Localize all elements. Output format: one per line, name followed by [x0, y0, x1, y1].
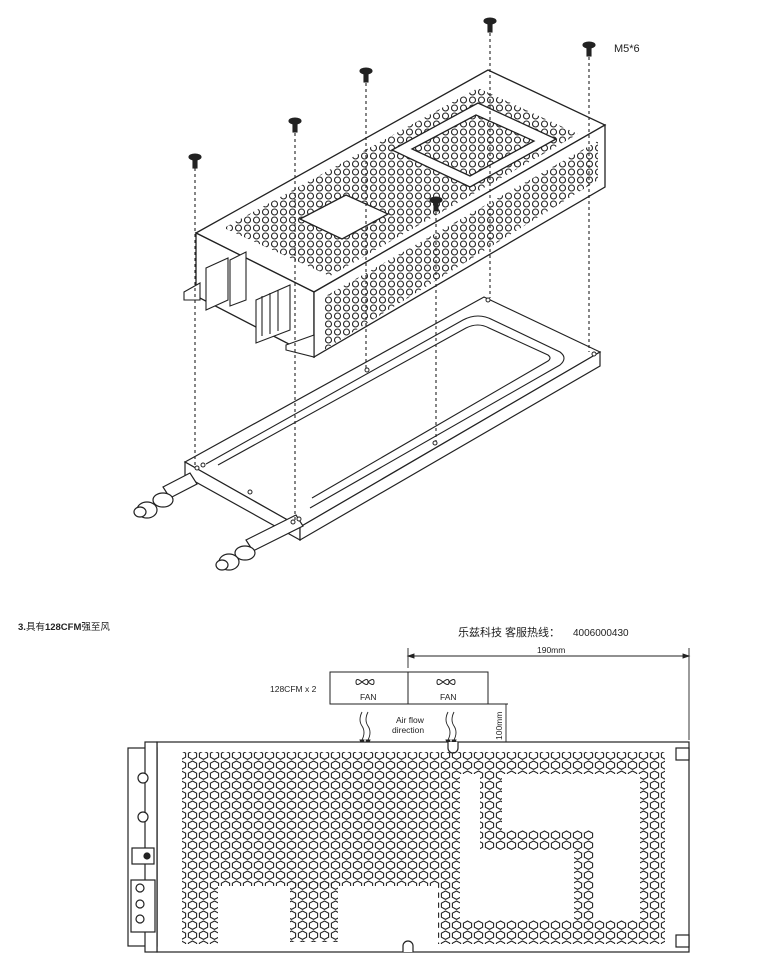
- plate-holes: [194, 297, 597, 525]
- section-suffix: 强至风: [81, 622, 110, 633]
- section-heading: 3.具有128CFM强至风: [18, 621, 110, 633]
- fan-count-label: 128CFM x 2: [270, 684, 317, 694]
- terminal-block: [183, 251, 315, 358]
- section-bold: 128CFM: [45, 622, 82, 633]
- hotline-number: 4006000430: [573, 628, 629, 639]
- psu-chassis: [183, 69, 607, 359]
- fan-left-label: FAN: [360, 692, 377, 702]
- coolant-pipes: [133, 472, 304, 571]
- isometric-assembly: M5*6: [133, 17, 640, 571]
- airflow-label-line1: Air flow: [396, 715, 425, 725]
- cold-plate: [183, 296, 602, 542]
- screw-2: [288, 117, 302, 520]
- screw-4: [483, 17, 497, 298]
- fan-right-label: FAN: [440, 692, 457, 702]
- screw-3: [359, 67, 373, 368]
- dimension-height: [488, 703, 508, 742]
- screws: [188, 17, 596, 520]
- hotline-label: 乐兹科技 客服热线：: [458, 625, 560, 639]
- height-dimension-label: 100mm: [494, 712, 504, 740]
- fan-right: [407, 671, 489, 705]
- screw-5: [582, 41, 596, 352]
- airflow-label-line2: direction: [392, 725, 424, 735]
- screw-1: [188, 153, 202, 466]
- section-prefix: 具有: [26, 621, 45, 633]
- section-number: 3.: [18, 622, 26, 633]
- screw-spec-label: M5*6: [614, 43, 640, 55]
- screw-6: [429, 196, 443, 441]
- fan-left: [329, 671, 409, 705]
- top-view-diagram: 190mm FAN FAN 128CFM x 2 Air flow direct…: [127, 645, 691, 953]
- dimension-width: [406, 648, 691, 740]
- width-dimension-label: 190mm: [537, 645, 565, 655]
- top-view-perforation: [182, 752, 665, 944]
